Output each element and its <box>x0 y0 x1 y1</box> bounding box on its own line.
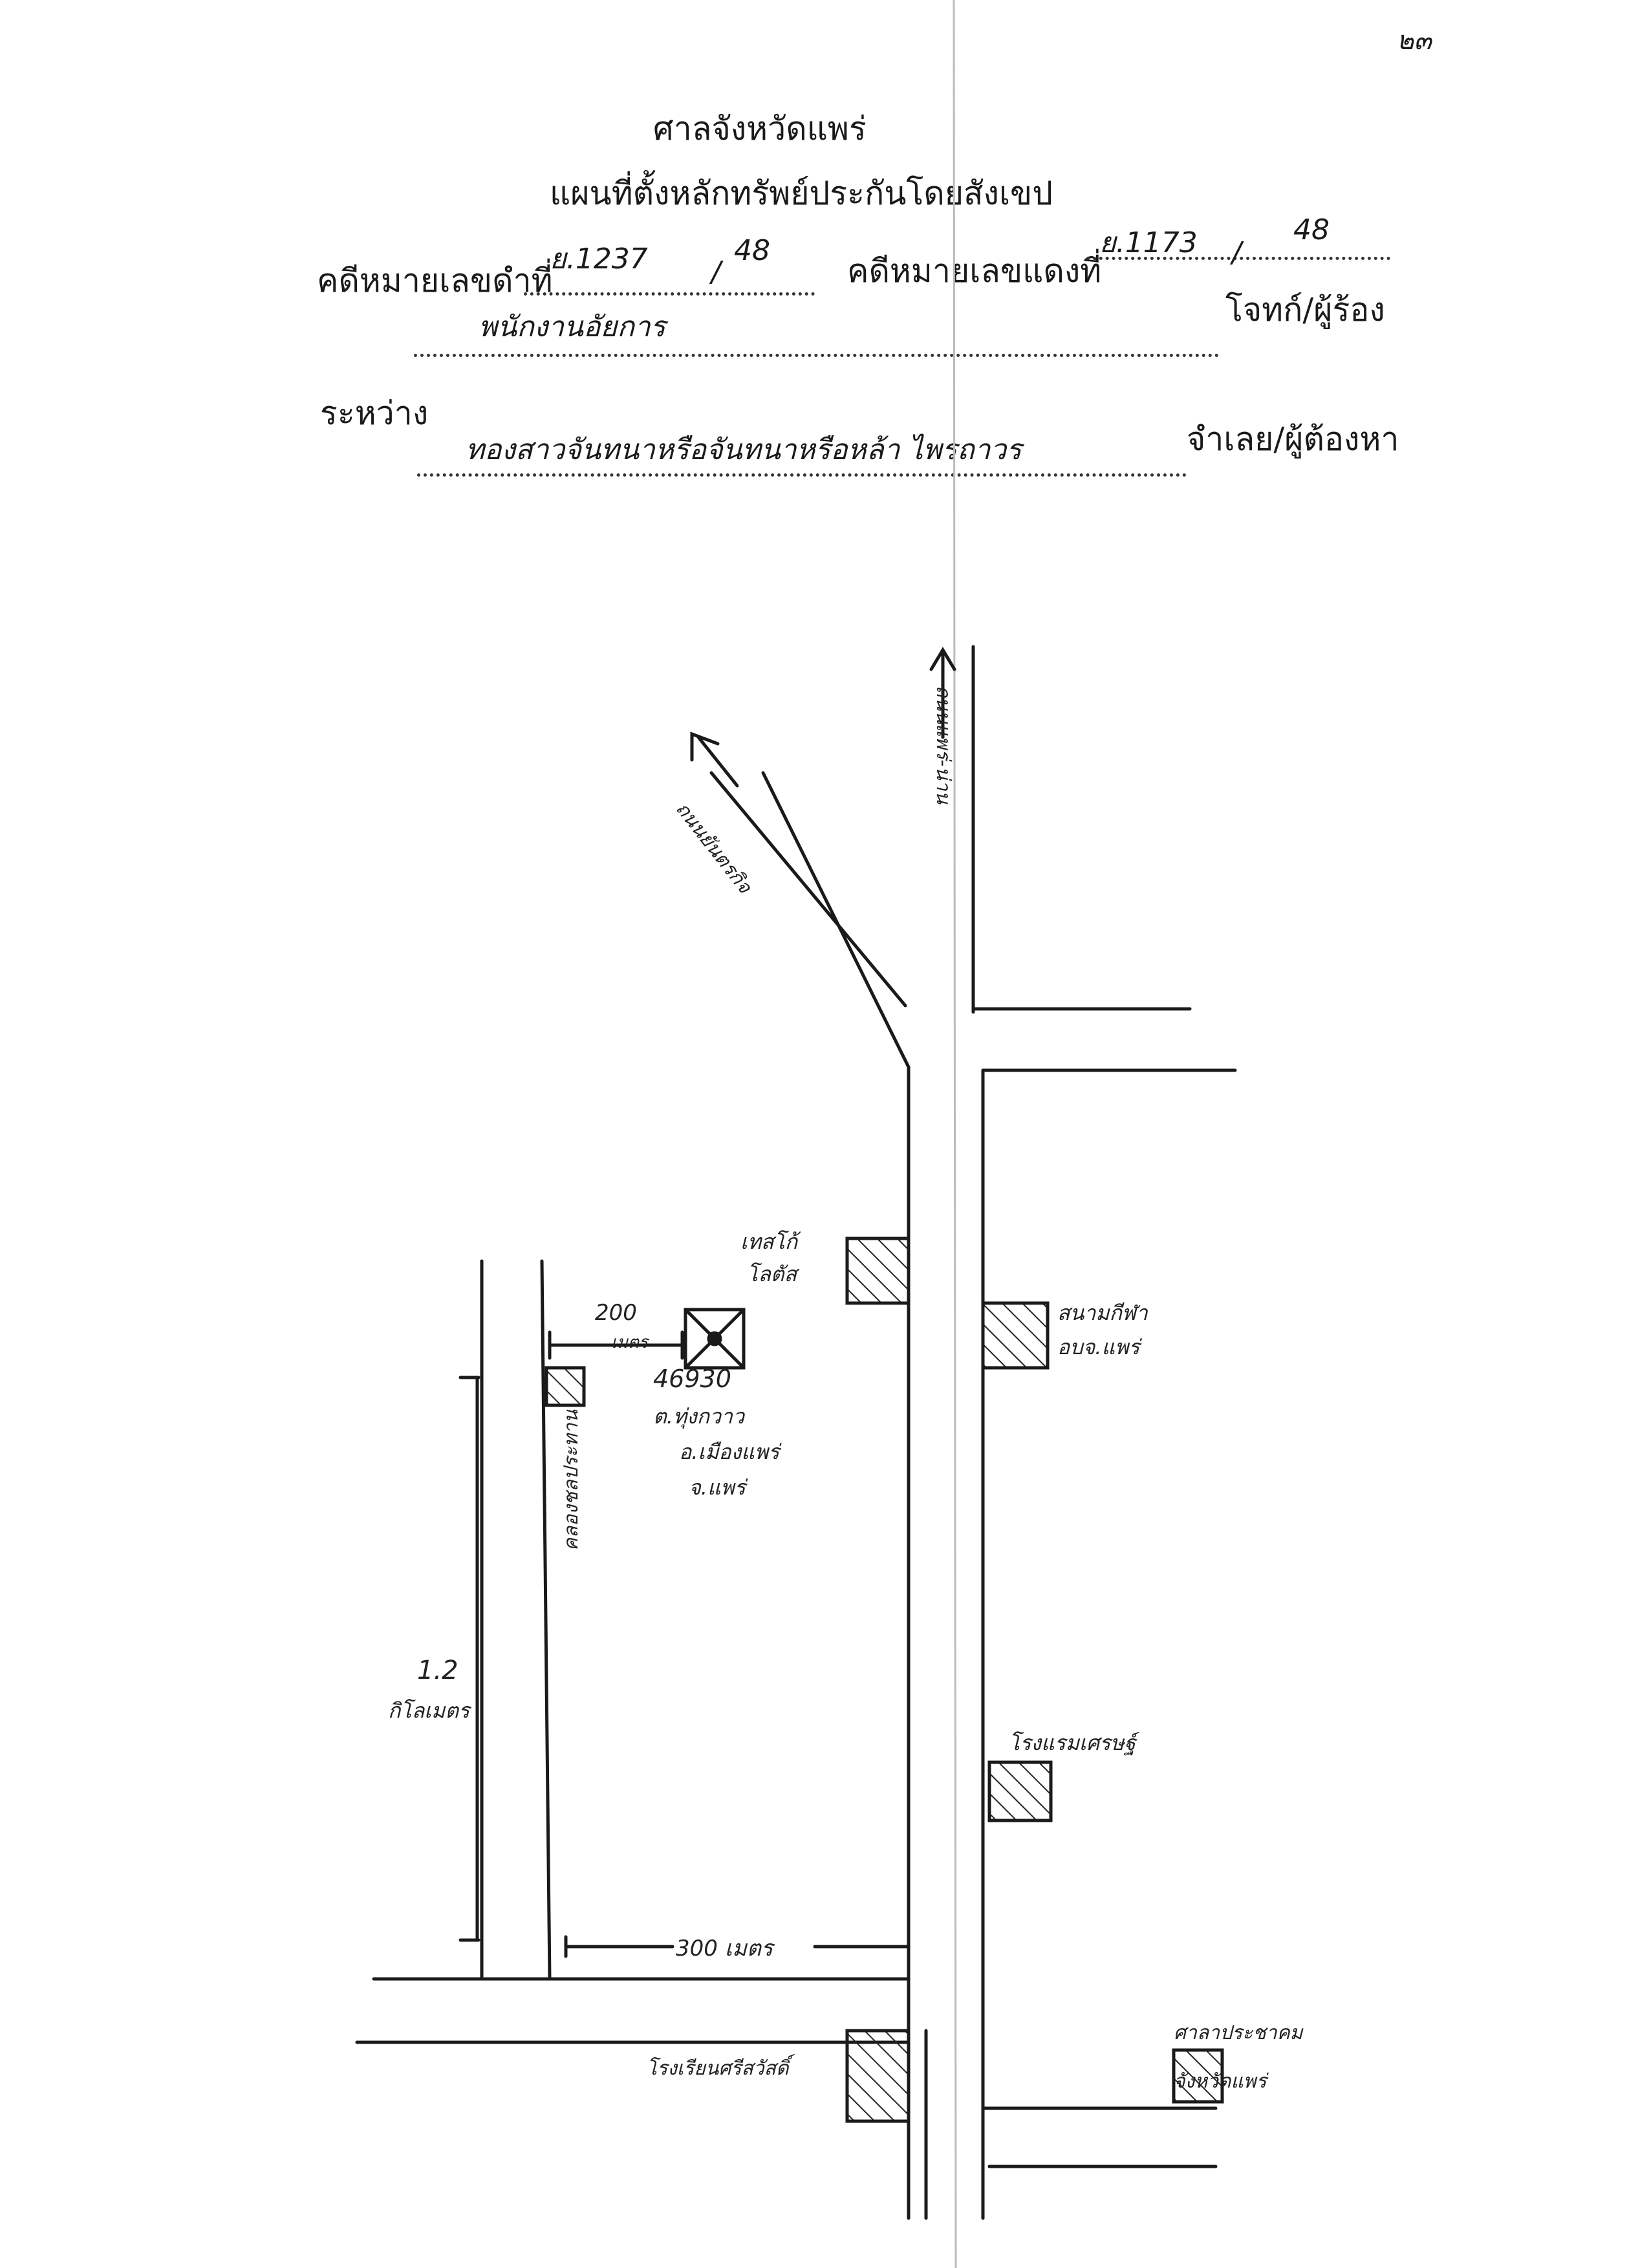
red-case-number: ย.1173 <box>1099 226 1198 259</box>
red-case-separator: / <box>1232 236 1242 269</box>
tesco-building <box>845 1237 911 1305</box>
canal-label: คลองชลประทาน <box>560 1410 583 1551</box>
stadium-label-line2: อบจ.แพร่ <box>1057 1335 1140 1359</box>
school-label: โรงเรียนศรีสวัสดิ์ <box>647 2057 789 2080</box>
hall-label-line1: ศาลาประชาคม <box>1174 2022 1303 2044</box>
black-case-number: ย.1237 <box>550 243 648 275</box>
canal-right-edge <box>540 1259 552 1981</box>
property-subdistrict: ต.ทุ่งกวาว <box>653 1404 744 1429</box>
diag-road-edge-2 <box>761 771 911 1069</box>
plaintiff-underline <box>414 352 1219 357</box>
black-case-label: คดีหมายเลขดำที่ <box>317 262 553 299</box>
dist-1-2-unit: กิโลเมตร <box>388 1698 470 1723</box>
black-case-separator: / <box>711 255 721 288</box>
school-building <box>845 2029 911 2123</box>
plaintiff-name: พนักงานอัยการ <box>479 310 666 343</box>
black-case-year: 48 <box>734 234 770 267</box>
red-case-year: 48 <box>1293 213 1330 246</box>
red-case-label: คดีหมายเลขแดงที่ <box>847 252 1102 290</box>
property-marker <box>684 1308 746 1370</box>
dist-300-label: 300 เมตร <box>676 1936 773 1961</box>
road-north-label: ถนนแพร่-น่าน <box>932 686 954 805</box>
black-case-underline <box>524 291 815 296</box>
hall-building <box>1172 2048 1224 2104</box>
between-label: ระหว่าง <box>320 394 429 432</box>
court-name: ศาลจังหวัดแพร่ <box>653 110 867 147</box>
canal-building <box>544 1366 586 1407</box>
hotel-building <box>987 1760 1053 1822</box>
stadium-building <box>981 1301 1050 1370</box>
dist-200-value: 200 <box>595 1300 637 1326</box>
hall-label-line2: จังหวัดแพร่ <box>1174 2070 1267 2093</box>
fold-line <box>953 0 957 2268</box>
tesco-label-line2: โลตัส <box>747 1262 797 1286</box>
dist-200-unit: เมตร <box>611 1333 648 1352</box>
diag-road-edge-1 <box>709 771 907 1008</box>
red-case-underline <box>1086 255 1390 260</box>
dist-1-2-value: 1.2 <box>417 1656 458 1685</box>
diag-road-arrow-head <box>690 731 720 762</box>
hotel-label: โรงแรมเศรษฐ์ <box>1009 1731 1136 1755</box>
north-arrow-head <box>929 647 956 671</box>
defendant-name: ทองสาวจันทนาหรือจันทนาหรือหล้า ไพรถาวร <box>466 433 1022 466</box>
property-province: จ.แพร่ <box>689 1475 746 1500</box>
page-number-mark: ๒๓ <box>1397 26 1432 56</box>
plaintiff-role: โจทก์/ผู้ร้อง <box>1225 291 1385 329</box>
tesco-label-line1: เทสโก้ <box>740 1229 798 1254</box>
diag-road-arrow-shaft <box>696 735 739 788</box>
deed-number: 46930 <box>653 1365 731 1393</box>
property-district: อ.เมืองแพร่ <box>679 1440 780 1464</box>
defendant-role: จำเลย/ผู้ต้องหา <box>1187 420 1399 458</box>
defendant-underline <box>417 472 1187 477</box>
stadium-label-line1: สนามกีฬา <box>1057 1301 1148 1325</box>
map-title: แผนที่ตั้งหลักทรัพย์ประกันโดยสังเขป <box>550 175 1053 212</box>
